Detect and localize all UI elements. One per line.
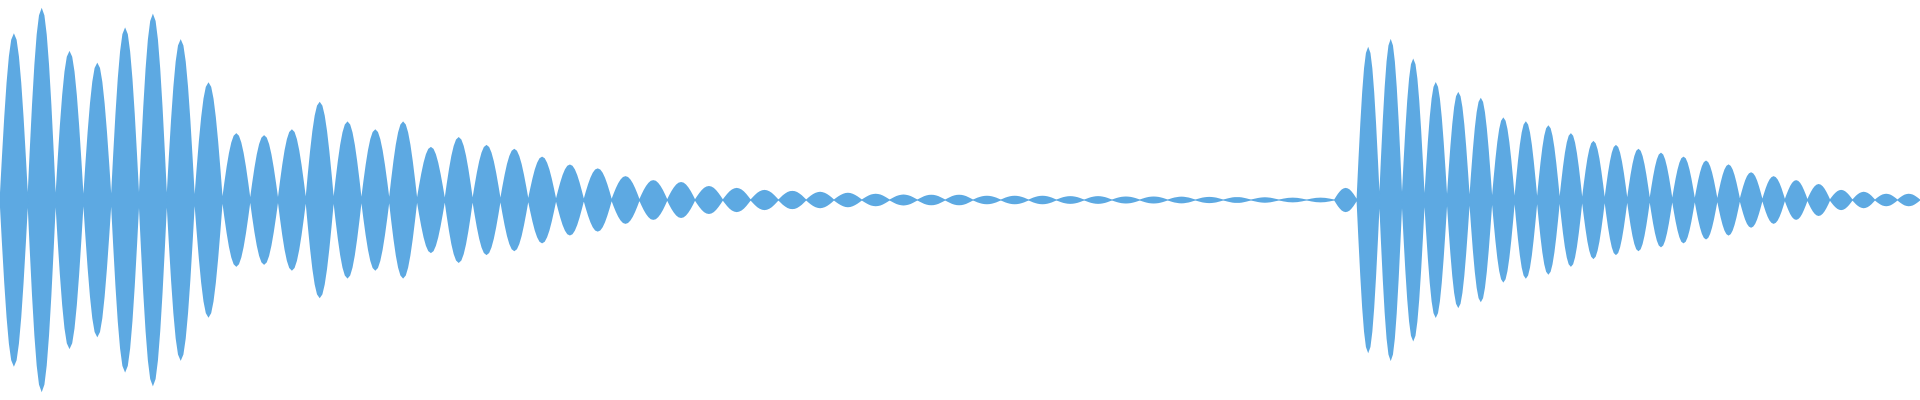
waveform-signal — [0, 7, 1920, 393]
